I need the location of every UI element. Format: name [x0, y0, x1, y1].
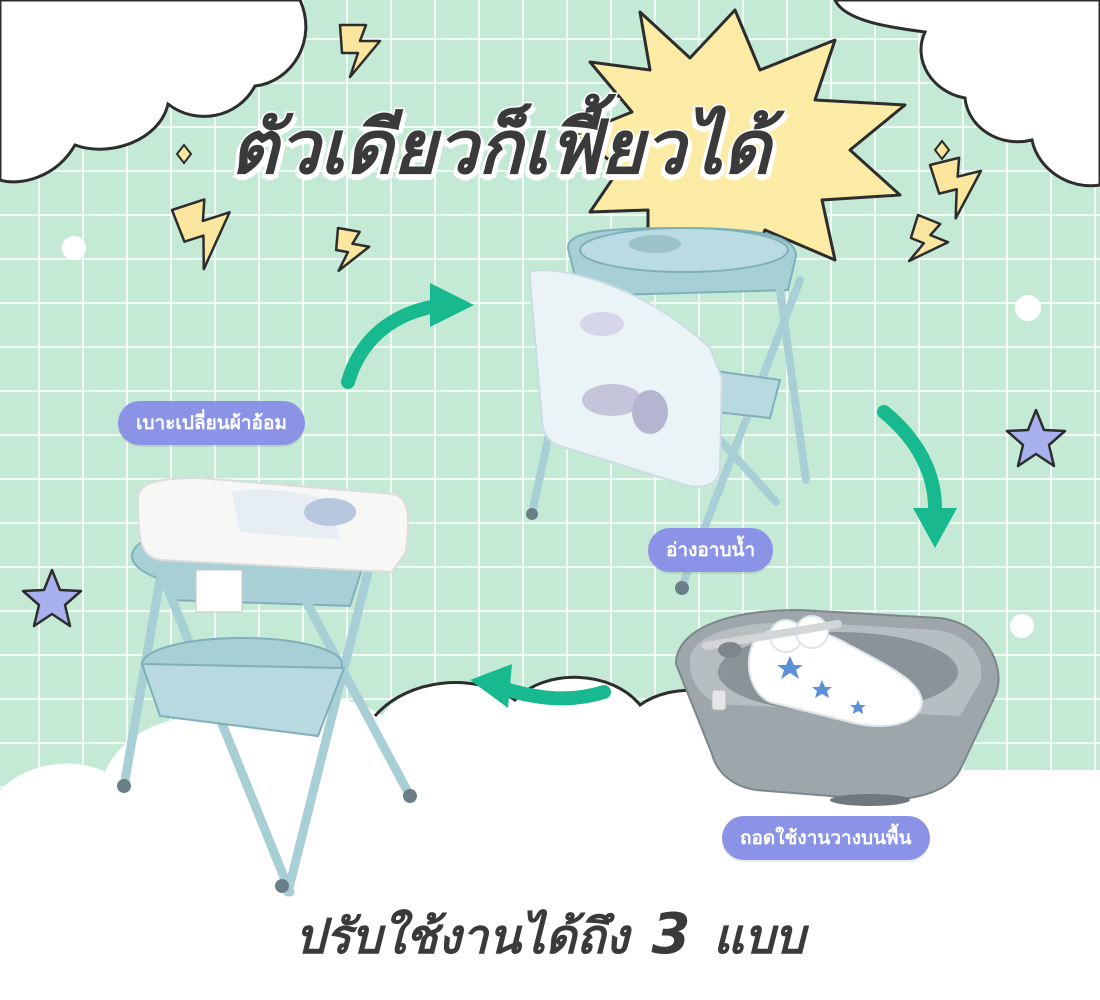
- lightning-bolt-icon: [334, 226, 371, 273]
- arrow-icon: [470, 664, 611, 708]
- sparkle-icon: [175, 143, 193, 165]
- footer-text-before: ปรับใช้งานได้ถึง: [294, 909, 629, 965]
- label-floor-use: ถอดใช้งานวางบนพื้น: [722, 816, 930, 860]
- footer-text-after: แบบ: [713, 909, 806, 965]
- arrow-icon: [341, 283, 474, 389]
- star-icon: [1005, 408, 1067, 468]
- product-changing-stand: [117, 476, 417, 897]
- cloud-top-right: [833, 0, 1100, 188]
- product-floor-tub: [674, 608, 1000, 806]
- lightning-bolt-icon: [907, 213, 950, 263]
- arrow-icon: [877, 405, 957, 548]
- sparkle-icon: [933, 139, 951, 161]
- cloud-bottom: [0, 677, 1100, 1000]
- star-icon: [21, 568, 83, 628]
- label-changing-pad: เบาะเปลี่ยนผ้าอ้อม: [118, 401, 305, 445]
- lightning-bolt-icon: [170, 198, 231, 271]
- cloud-top-left: [0, 0, 308, 184]
- lightning-bolt-icon: [338, 23, 382, 79]
- headline-title: ตัวเดียวก็เฟี้ยวได้: [229, 104, 773, 193]
- decor-dot: [1015, 295, 1041, 321]
- label-bathtub: อ่างอาบน้ำ: [648, 528, 774, 572]
- decor-dot: [62, 236, 86, 260]
- footer-caption: ปรับใช้งานได้ถึง 3 แบบ: [0, 895, 1100, 977]
- product-bathtub-stand: [526, 226, 810, 595]
- footer-number: 3: [651, 902, 691, 967]
- lightning-bolt-icon: [928, 156, 983, 220]
- decor-dot: [1010, 614, 1034, 638]
- burst-shape: [573, 8, 907, 290]
